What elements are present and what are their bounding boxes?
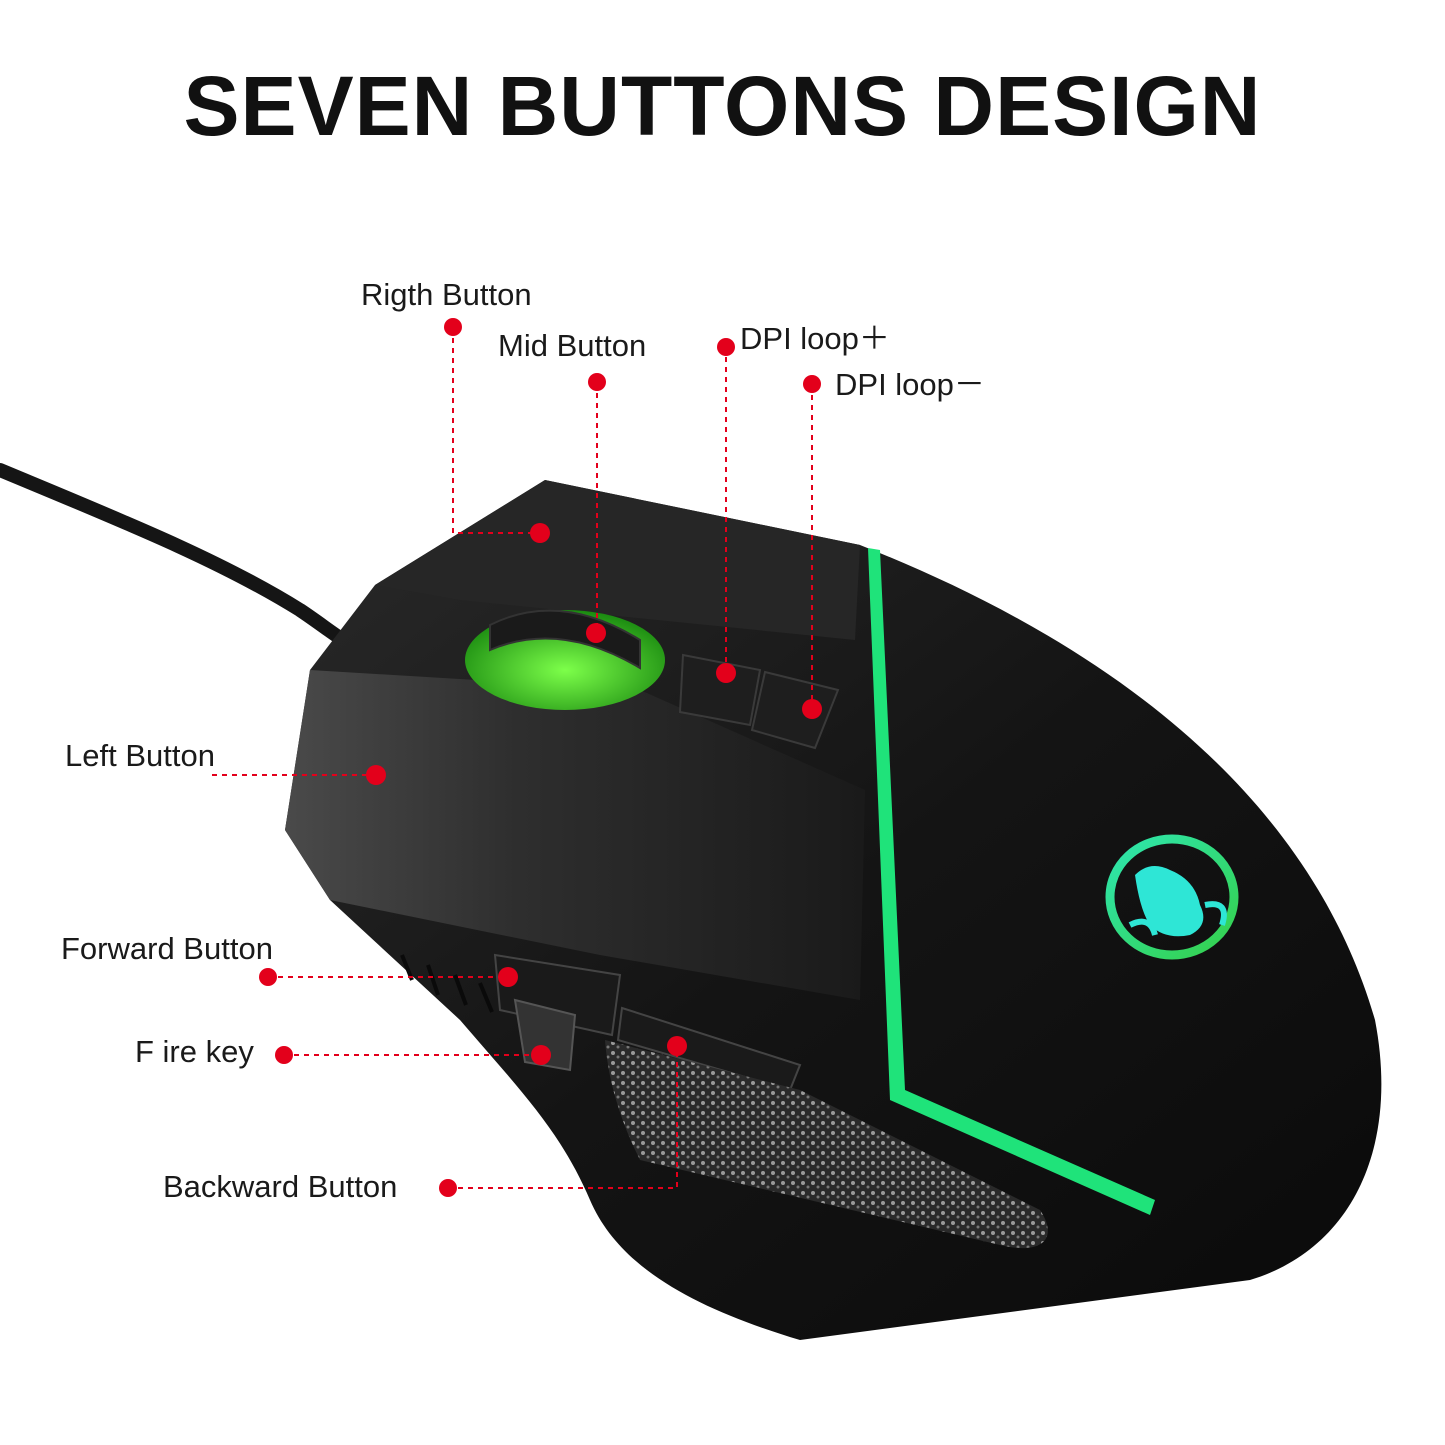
callout-dot — [667, 1036, 687, 1056]
callout-dot — [717, 338, 735, 356]
label-forward-button: Forward Button — [61, 931, 273, 966]
page-title: SEVEN BUTTONS DESIGN — [183, 59, 1262, 153]
dpi-plus-button — [678, 653, 762, 727]
callout-dot — [586, 623, 606, 643]
callout-dot — [588, 373, 606, 391]
dpi-minus-button — [750, 670, 840, 750]
label-right-button: Rigth Button — [361, 277, 532, 312]
callout-line-right — [452, 328, 540, 534]
callout-dot — [498, 967, 518, 987]
label-backward-button: Backward Button — [163, 1169, 398, 1204]
side-grip — [605, 1040, 1048, 1249]
callout-dot — [259, 968, 277, 986]
label-dpi-minus: DPI loop－ — [835, 367, 985, 402]
callout-dot — [444, 318, 462, 336]
callout-lines — [212, 328, 813, 1189]
callout-dot — [439, 1179, 457, 1197]
cable — [0, 463, 379, 662]
callout-dot — [275, 1046, 293, 1064]
right-button — [375, 480, 860, 640]
callout-line-backward — [448, 1046, 678, 1189]
side-vents — [400, 954, 494, 1013]
callout-dot — [716, 663, 736, 683]
callout-dot — [803, 375, 821, 393]
label-fire-key: F ire key — [135, 1034, 254, 1069]
callout-dot — [802, 699, 822, 719]
callout-dot — [530, 523, 550, 543]
label-dpi-plus: DPI loop＋ — [740, 321, 890, 356]
callout-dot — [531, 1045, 551, 1065]
fire-key — [513, 998, 577, 1072]
scroll-wheel-ridges — [489, 609, 641, 670]
scorpion-logo-icon — [1105, 834, 1239, 960]
callout-dot — [366, 765, 386, 785]
left-button — [285, 670, 865, 1000]
callout-dots — [259, 318, 822, 1197]
label-mid-button: Mid Button — [498, 328, 647, 363]
label-left-button: Left Button — [65, 738, 215, 773]
